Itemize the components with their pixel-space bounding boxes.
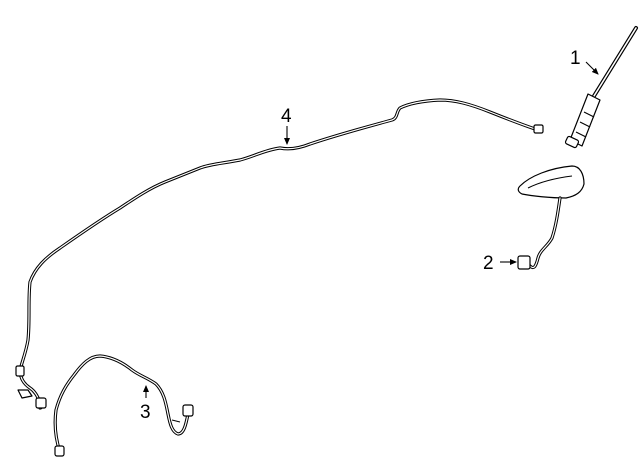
cable-connector <box>182 404 194 417</box>
mast-antenna <box>564 26 638 149</box>
antenna-base-with-lead <box>517 165 585 270</box>
callout-1-leader <box>585 61 599 75</box>
callout-1: 1 <box>570 48 581 69</box>
cable-plug <box>35 397 47 409</box>
cable-clip <box>15 365 25 377</box>
cable-end-plug <box>54 445 65 457</box>
antenna-cable-rear <box>53 354 194 457</box>
antenna-cable-main <box>15 98 544 410</box>
cable-bracket <box>17 389 33 399</box>
mast-thread <box>564 135 580 149</box>
connector-detail <box>171 419 181 423</box>
callout-3: 3 <box>140 402 151 423</box>
antenna-base-body <box>517 165 585 199</box>
callout-4: 4 <box>281 106 292 127</box>
callout-2: 2 <box>483 253 494 274</box>
lead-connector <box>517 255 531 270</box>
cable-end-connector <box>533 124 544 134</box>
